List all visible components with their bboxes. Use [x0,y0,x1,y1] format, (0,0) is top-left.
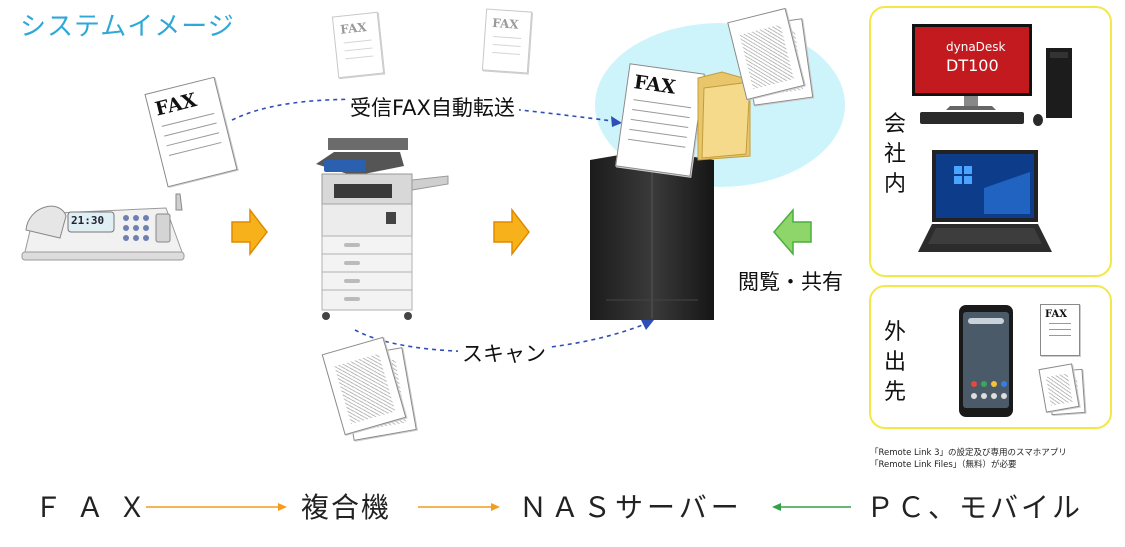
fax-sheet-faint-2: FAX [481,8,533,74]
flow-mfp: 複合機 [301,491,392,524]
outside-label: 外出先 [883,320,906,405]
fax-forward-label: 受信FAX自動転送 [346,92,519,122]
scan-arrowhead [641,320,654,330]
fax-clock-display: 21:30 [71,214,105,227]
block-arrow-fax-mfp [231,207,268,257]
view-share-label: 閲覧・共有 [738,270,843,294]
flow-nas: ＮＡＳサーバー [519,491,743,524]
flow-fax: ＦＡＸ [34,491,161,524]
fax-forward-arrowhead [611,116,622,127]
mfp-copier [316,138,449,320]
office-label: 会社内 [883,112,906,197]
block-arrow-pc-nas [773,207,812,257]
desktop-pc [912,24,1072,126]
laptop [918,150,1052,252]
scan-label: スキャン [458,338,550,368]
monitor-brand: dynaDesk [946,40,1006,54]
flow-pc-mobile: ＰＣ、モバイル [866,491,1084,524]
flow-arrowhead-2 [491,503,500,511]
flow-arrowhead-1 [278,503,287,511]
mobile-fax-sheet: FAX [1040,304,1080,356]
fax-forward-curve [231,98,621,123]
remote-link-note-line2: 「Remote Link Files」（無料）が必要 [870,460,1017,470]
mobile-scan-sheet-front [1038,363,1080,413]
smartphone [959,305,1013,417]
remote-link-note-line1: 「Remote Link 3」の設定及び専用のスマホアプリ [870,448,1067,458]
flow-arrowhead-3 [772,503,781,511]
folder-icon [697,71,751,161]
fax-sheet-faint-1: FAX [331,11,385,79]
nas-server [590,150,714,320]
block-arrow-mfp-nas [493,207,530,257]
monitor-model: DT100 [946,56,999,75]
fax-machine [21,193,185,261]
page-title: システムイメージ [20,12,235,42]
